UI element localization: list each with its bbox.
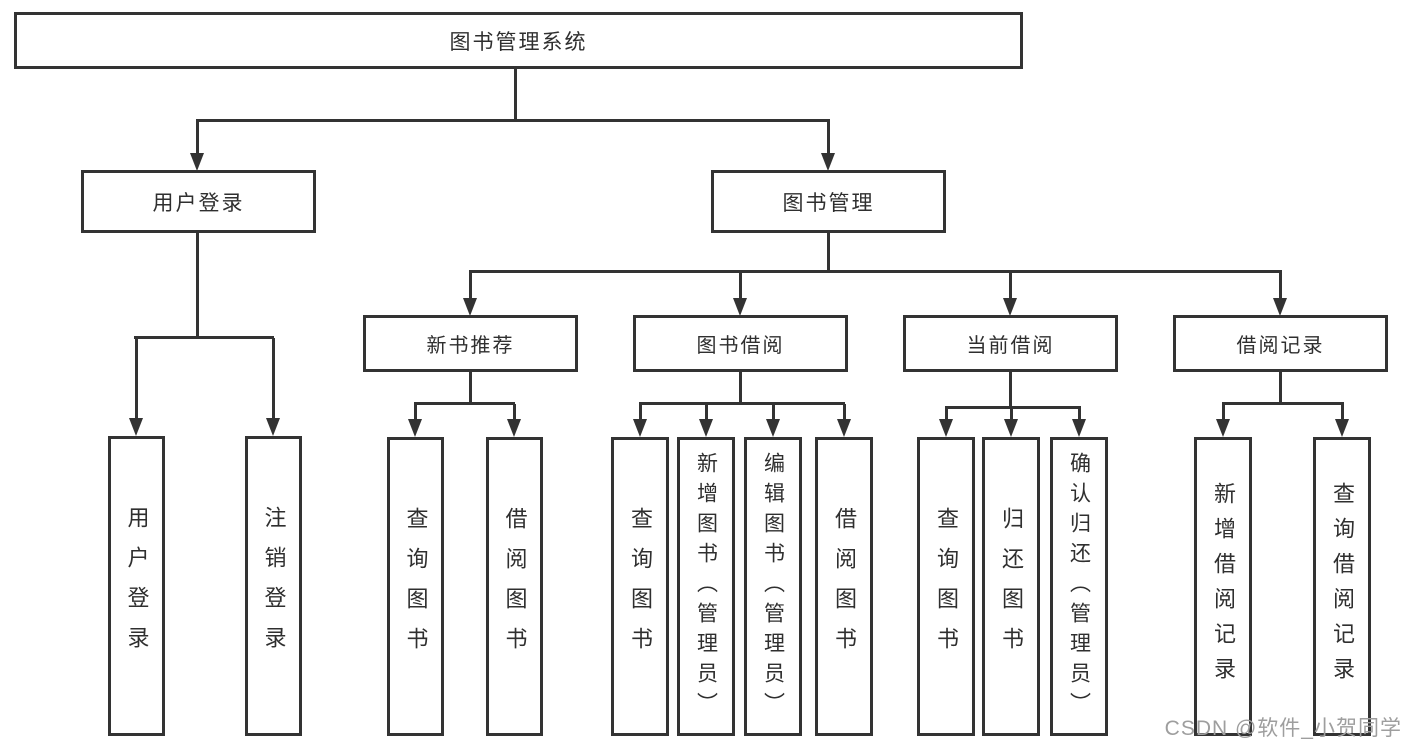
connector-records-stem xyxy=(1279,372,1282,405)
leaf-query-books: 查询图书 xyxy=(611,437,669,736)
leaf-borrow-books: 借阅图书 xyxy=(486,437,543,736)
node-book-management: 图书管理 xyxy=(711,170,946,233)
leaf-label: 编辑图书（管理员） xyxy=(761,451,785,722)
node-label: 借阅记录 xyxy=(1236,335,1325,357)
node-library-system: 图书管理系统 xyxy=(14,12,1023,69)
connector-current-bar xyxy=(945,406,1081,409)
arrow-down-icon xyxy=(266,338,280,436)
leaf-label: 查询图书 xyxy=(934,506,959,667)
node-label: 图书管理 xyxy=(782,191,875,215)
leaf-label: 查询图书 xyxy=(403,506,429,667)
node-label: 图书借阅 xyxy=(696,335,785,357)
node-current-borrow: 当前借阅 xyxy=(903,315,1118,372)
leaf-borrow-books: 借阅图书 xyxy=(815,437,873,736)
arrow-down-icon xyxy=(129,338,143,436)
leaf-label: 查询借阅记录 xyxy=(1330,481,1355,692)
arrow-down-icon xyxy=(837,404,851,437)
connector-book-mgmt-bar xyxy=(469,270,1282,273)
watermark-text: CSDN @软件_小贺同学 xyxy=(1164,717,1402,740)
leaf-label: 注销登录 xyxy=(261,506,287,666)
connector-current-stem xyxy=(1009,372,1012,409)
arrow-down-icon xyxy=(699,404,713,437)
node-user-login: 用户登录 xyxy=(81,170,316,233)
connector-user-login-bar xyxy=(134,336,274,339)
arrow-down-icon xyxy=(507,404,521,437)
leaf-query-books: 查询图书 xyxy=(387,437,444,736)
node-borrow-records: 借阅记录 xyxy=(1173,315,1388,372)
leaf-label: 新增图书（管理员） xyxy=(694,451,718,722)
arrow-down-icon xyxy=(408,404,422,437)
node-label: 当前借阅 xyxy=(966,335,1055,357)
node-new-book-recommend: 新书推荐 xyxy=(363,315,578,372)
arrow-down-icon xyxy=(939,408,953,437)
node-book-borrow: 图书借阅 xyxy=(633,315,848,372)
arrow-down-icon xyxy=(633,404,647,437)
leaf-label: 确认归还（管理员） xyxy=(1067,451,1091,722)
arrow-down-icon xyxy=(463,272,477,316)
connector-root-bar xyxy=(196,119,830,122)
connector-borrow-stem xyxy=(739,372,742,405)
leaf-label: 借阅图书 xyxy=(502,506,528,667)
connector-recommend-stem xyxy=(469,372,472,405)
connector-recommend-bar xyxy=(414,402,515,405)
leaf-label: 查询图书 xyxy=(628,506,653,667)
arrow-down-icon xyxy=(1216,404,1230,437)
arrow-down-icon xyxy=(766,404,780,437)
leaf-query-borrow-record: 查询借阅记录 xyxy=(1313,437,1371,736)
arrow-down-icon xyxy=(1004,408,1018,437)
arrow-down-icon xyxy=(190,120,204,171)
arrow-down-icon xyxy=(1003,272,1017,316)
arrow-down-icon xyxy=(733,272,747,316)
leaf-confirm-return-admin: 确认归还（管理员） xyxy=(1050,437,1108,736)
leaf-logout: 注销登录 xyxy=(245,436,302,736)
connector-user-login-stem xyxy=(196,233,199,339)
arrow-down-icon xyxy=(1335,404,1349,437)
connector-borrow-bar xyxy=(639,402,845,405)
connector-book-mgmt-stem xyxy=(827,233,830,273)
leaf-add-book-admin: 新增图书（管理员） xyxy=(677,437,735,736)
arrow-down-icon xyxy=(1273,272,1287,316)
arrow-down-icon xyxy=(821,120,835,171)
leaf-label: 新增借阅记录 xyxy=(1211,481,1236,692)
leaf-add-borrow-record: 新增借阅记录 xyxy=(1194,437,1252,736)
leaf-label: 借阅图书 xyxy=(832,506,857,667)
node-label: 图书管理系统 xyxy=(449,30,588,54)
connector-root-stem xyxy=(514,69,517,122)
arrow-down-icon xyxy=(1072,408,1086,437)
leaf-user-login: 用户登录 xyxy=(108,436,165,736)
leaf-query-books: 查询图书 xyxy=(917,437,975,736)
leaf-label: 用户登录 xyxy=(124,506,150,666)
connector-records-bar xyxy=(1222,402,1344,405)
leaf-edit-book-admin: 编辑图书（管理员） xyxy=(744,437,802,736)
leaf-return-books: 归还图书 xyxy=(982,437,1040,736)
node-label: 新书推荐 xyxy=(426,335,515,357)
leaf-label: 归还图书 xyxy=(999,506,1024,667)
node-label: 用户登录 xyxy=(152,191,245,215)
